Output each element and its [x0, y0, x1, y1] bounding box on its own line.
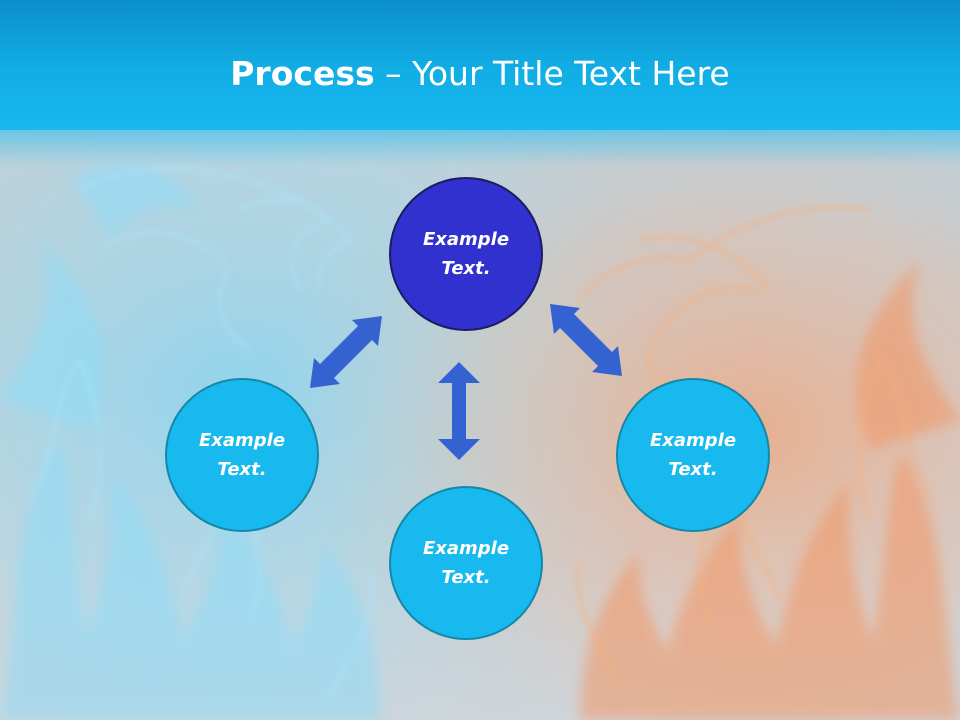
process-node-bottom: Example Text.: [389, 486, 543, 640]
title-bar-fade: [0, 126, 960, 166]
arrow-top-right: [550, 304, 622, 376]
node-right-text: Example Text.: [649, 430, 737, 480]
node-bottom-text: Example Text.: [422, 538, 510, 588]
process-node-right: Example Text.: [616, 378, 770, 532]
process-node-center: Example Text.: [389, 177, 543, 331]
node-center-text: Example Text.: [422, 229, 510, 279]
arrow-top-bottom: [438, 362, 480, 460]
slide-title-bold: Process: [230, 54, 375, 93]
arrow-top-left: [310, 316, 382, 388]
title-bar: [0, 0, 960, 130]
slide-title-rest: – Your Title Text Here: [374, 54, 730, 93]
process-node-left: Example Text.: [165, 378, 319, 532]
node-left-text: Example Text.: [198, 430, 286, 480]
slide-title: Process – Your Title Text Here: [0, 52, 960, 96]
